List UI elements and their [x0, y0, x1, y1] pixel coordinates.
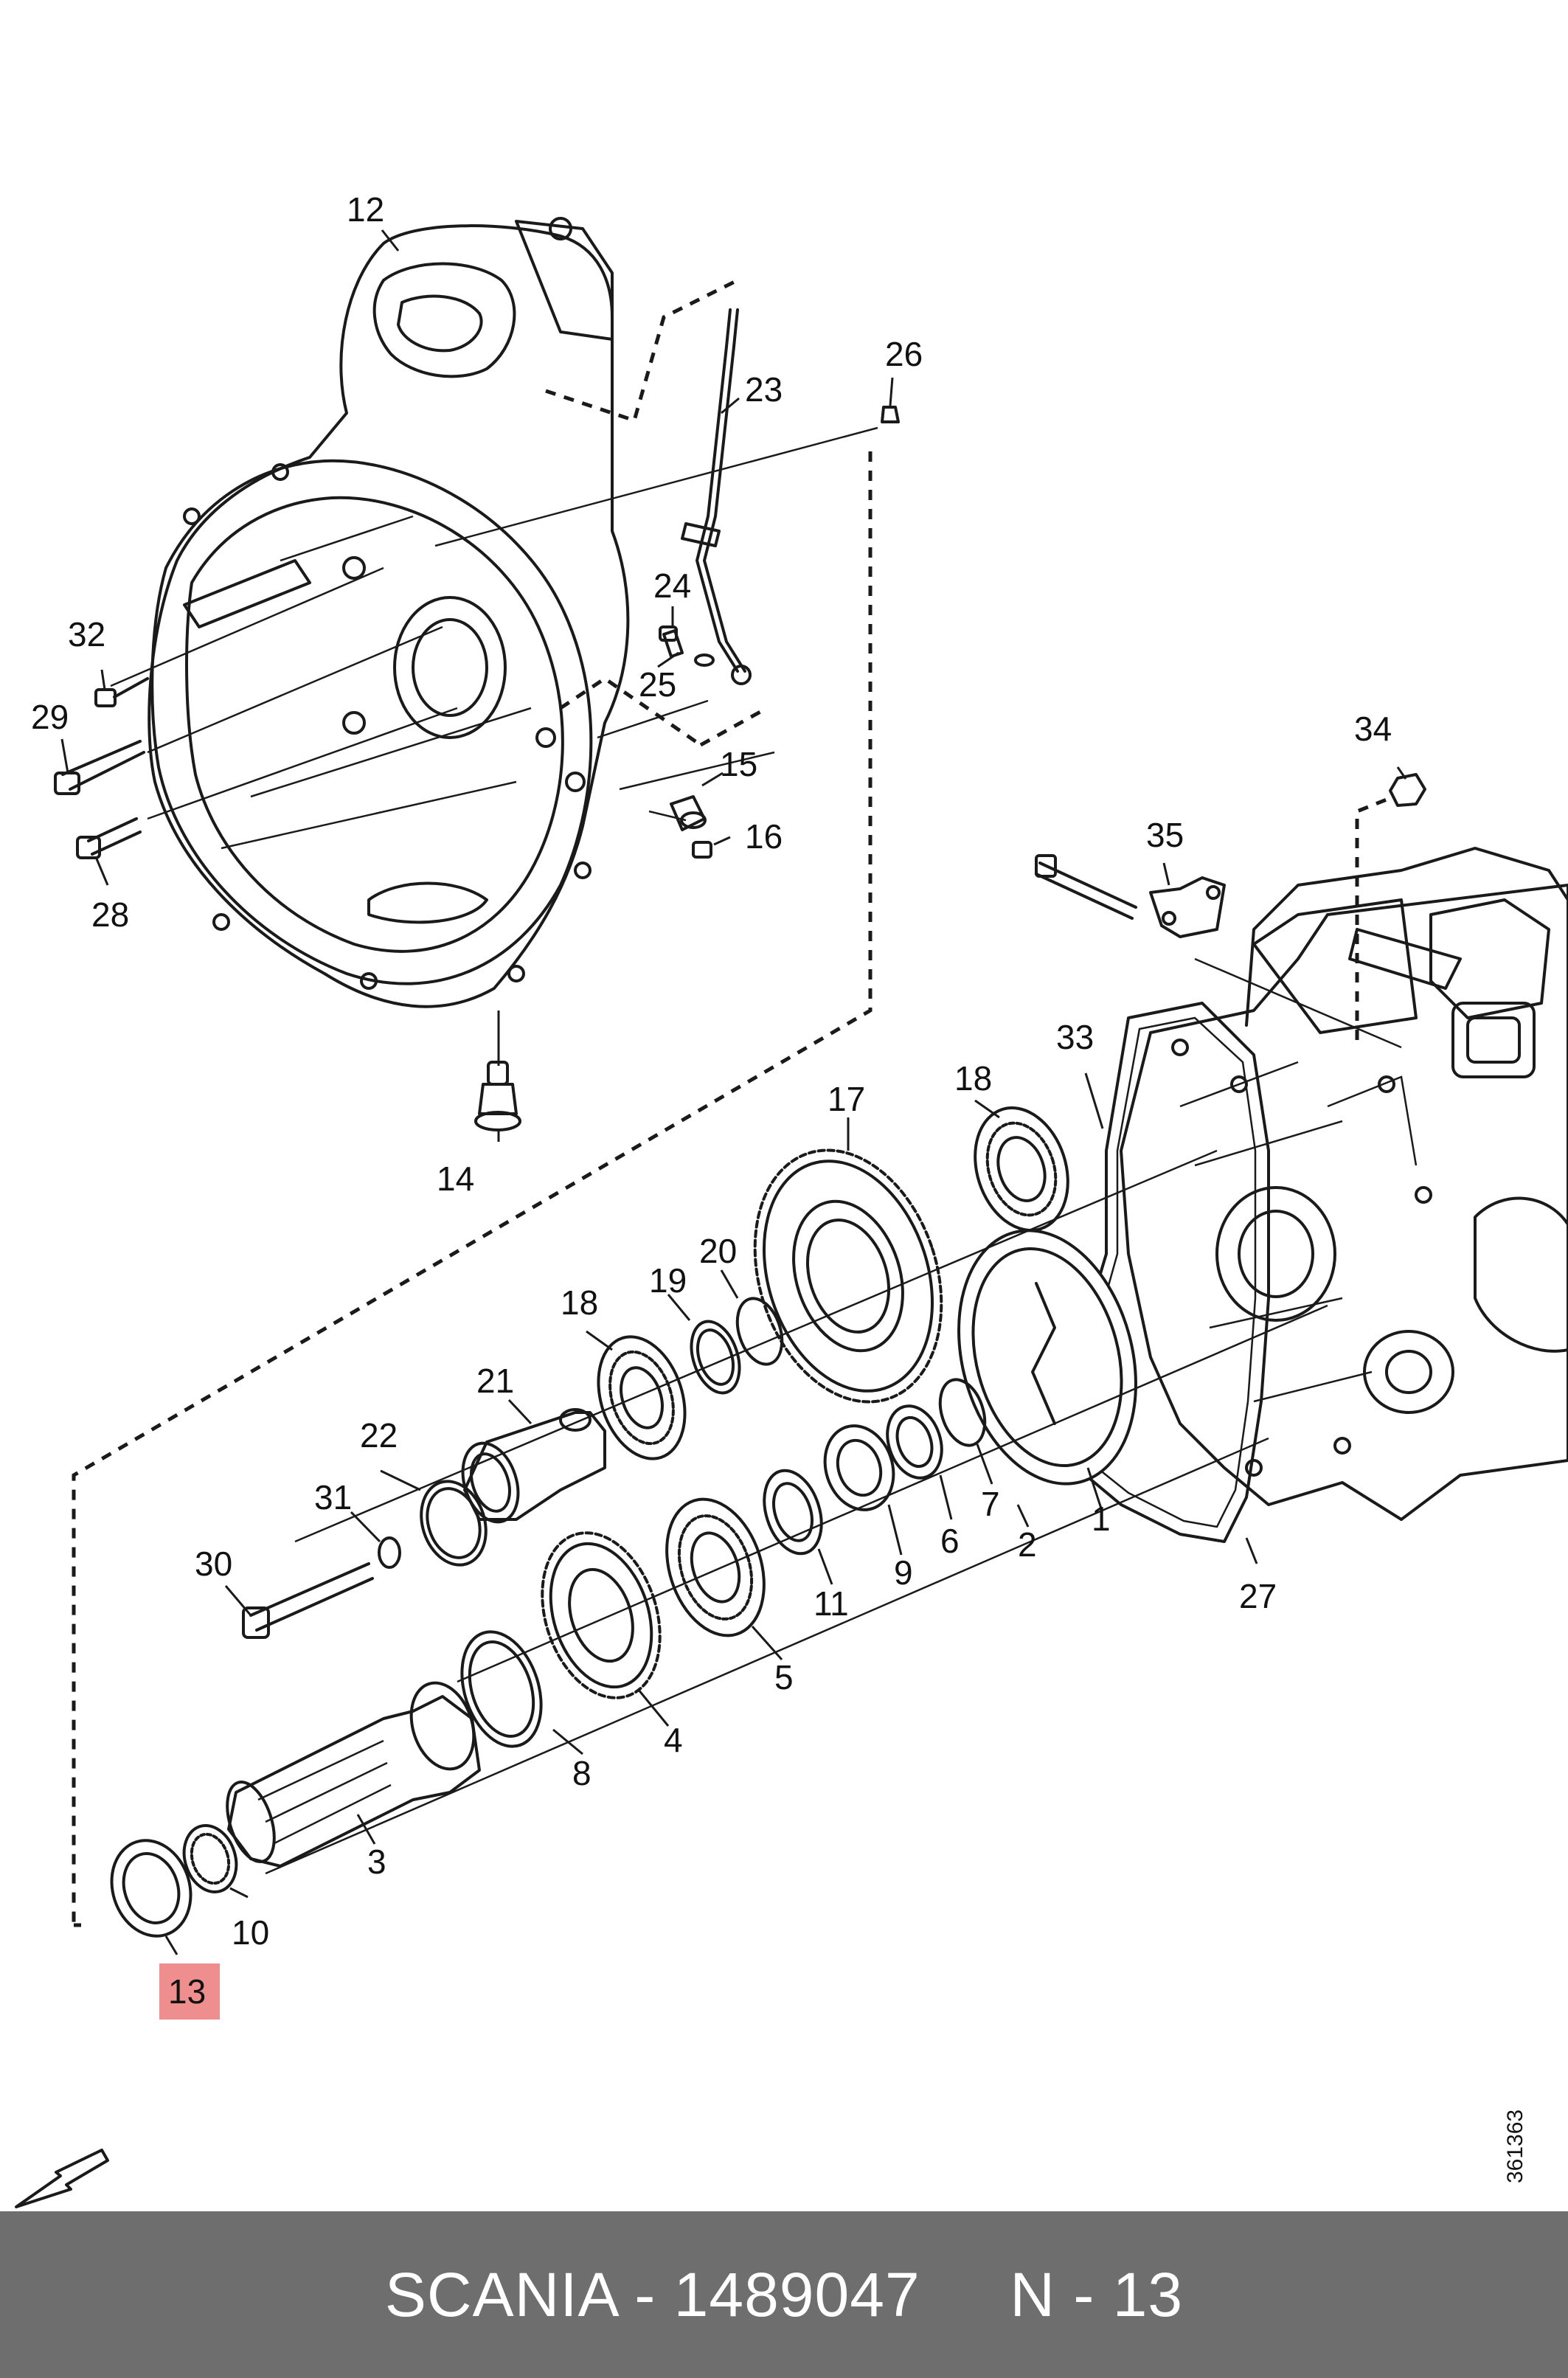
ring-washer-bolt	[242, 1480, 488, 1639]
gear-large	[753, 1148, 943, 1404]
footer-bar: SCANIA - 1489047 N - 13	[0, 2211, 1568, 2378]
label-27: 27	[1239, 1577, 1277, 1615]
label-33: 33	[1056, 1018, 1094, 1056]
document-number: 361363	[1503, 2109, 1527, 2183]
label-6: 6	[940, 1522, 960, 1560]
label-12: 12	[347, 190, 384, 229]
label-13: 13	[168, 1972, 206, 2011]
label-21: 21	[476, 1362, 514, 1400]
bracket-and-nut	[1035, 773, 1426, 938]
dashed-group-lines	[72, 278, 1395, 1927]
assembly-axis-lines	[110, 426, 1402, 1875]
label-2: 2	[1018, 1525, 1037, 1564]
bearing-upper	[974, 1106, 1069, 1232]
label-10: 10	[232, 1913, 269, 1952]
label-24: 24	[653, 566, 691, 605]
label-16: 16	[745, 817, 783, 856]
direction-arrow-icon	[15, 2149, 109, 2208]
label-14: 14	[437, 1159, 474, 1198]
label-18a: 18	[954, 1059, 992, 1098]
bearing-mid	[665, 1497, 766, 1637]
label-17: 17	[828, 1080, 865, 1118]
dipstick-tube	[681, 308, 752, 685]
gear-small	[541, 1531, 662, 1699]
mainshaft	[226, 1681, 481, 1868]
leader-lines	[60, 229, 1407, 1955]
label-22: 22	[360, 1416, 398, 1455]
label-7: 7	[981, 1485, 1000, 1523]
shim	[460, 1630, 543, 1748]
label-4: 4	[664, 1721, 683, 1759]
label-26: 26	[885, 335, 923, 373]
label-18b: 18	[561, 1283, 598, 1322]
bolts-left	[54, 677, 149, 859]
needle-bearing	[182, 1824, 238, 1893]
footer-part-caption: SCANIA - 1489047 N - 13	[384, 2259, 1184, 2329]
label-3: 3	[367, 1843, 386, 1881]
label-20: 20	[699, 1232, 737, 1270]
label-28: 28	[91, 895, 129, 934]
cover-plate	[957, 1229, 1137, 1486]
label-15: 15	[720, 745, 757, 783]
item-labels: 1 2 3 4 5 6 7 8 9 10 11 12 13 14 15 16 1…	[31, 190, 1392, 2011]
rings-and-seals	[690, 1297, 987, 1556]
label-1: 1	[1092, 1500, 1111, 1538]
label-32: 32	[68, 615, 105, 654]
label-34: 34	[1354, 710, 1392, 748]
label-8: 8	[572, 1754, 592, 1792]
shaft-seal-13	[110, 1839, 192, 1938]
highlight-box-13	[159, 1963, 220, 2020]
clutch-housing	[148, 217, 630, 1008]
label-23: 23	[745, 370, 783, 409]
label-29: 29	[31, 698, 69, 736]
label-11: 11	[814, 1584, 849, 1623]
label-35: 35	[1146, 816, 1184, 854]
label-25: 25	[639, 665, 676, 704]
label-9: 9	[894, 1553, 913, 1592]
label-31: 31	[314, 1478, 352, 1516]
exploded-parts-diagram: 1 2 3 4 5 6 7 8 9 10 11 12 13 14 15 16 1…	[15, 190, 1568, 2208]
label-19: 19	[649, 1261, 687, 1300]
gearbox-case	[1120, 847, 1568, 1521]
label-30: 30	[195, 1545, 232, 1583]
label-5: 5	[774, 1658, 794, 1696]
